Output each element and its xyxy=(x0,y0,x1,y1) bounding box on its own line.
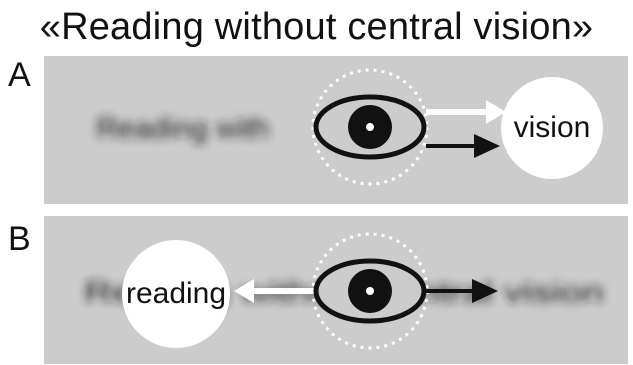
target-word: vision xyxy=(513,111,591,144)
panel-a: Reading with vision xyxy=(44,56,628,204)
target-word: reading xyxy=(125,277,227,310)
black-arrow-head xyxy=(474,134,500,158)
central-vision-circle xyxy=(311,68,429,186)
panel-label-b: B xyxy=(8,220,31,258)
white-arrow-head xyxy=(234,279,254,303)
eye-icon xyxy=(313,94,427,160)
panel-label-a: A xyxy=(8,56,31,94)
panel-a-diagram: Reading with xyxy=(96,68,603,186)
blurred-text: Reading with xyxy=(96,112,269,145)
black-arrow-head xyxy=(472,279,498,303)
panel-b: Reading without central vision reading xyxy=(44,216,628,364)
white-arrow-head xyxy=(486,100,506,124)
panel-b-diagram: Reading without central vision xyxy=(84,232,604,350)
figure-title: «Reading without central vision» xyxy=(39,6,594,48)
word-circle xyxy=(122,240,230,348)
word-circle xyxy=(501,77,603,179)
eye-icon xyxy=(313,258,427,324)
